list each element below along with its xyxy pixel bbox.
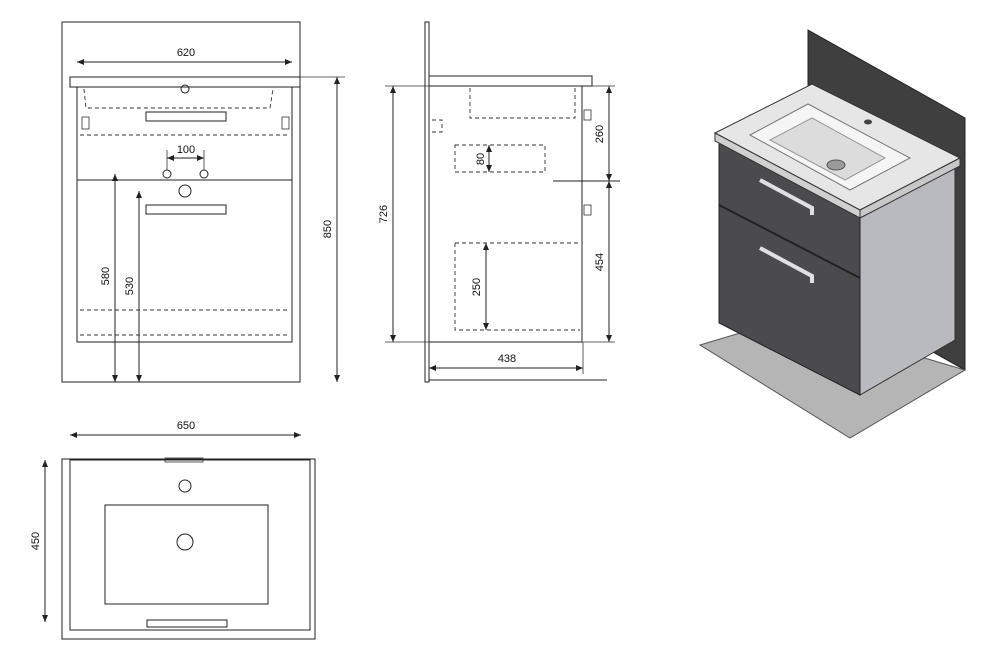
front-width-label: 620 xyxy=(177,47,195,59)
top-back-strip xyxy=(164,457,204,463)
iso-tap-hole xyxy=(864,119,872,125)
top-view: 650 450 xyxy=(30,420,316,640)
iso-lower-handle xyxy=(759,246,814,283)
iso-countertop-side-edge xyxy=(859,157,961,219)
upper-260-label: 260 xyxy=(594,125,606,143)
side-cabinet-body xyxy=(428,85,583,343)
front-waste-hole xyxy=(178,184,192,198)
side-wall xyxy=(424,21,430,383)
side-bracket-lower xyxy=(583,204,592,216)
top-depth-label: 450 xyxy=(30,532,42,550)
side-countertop xyxy=(428,75,593,87)
height-726-label: 726 xyxy=(378,205,390,223)
front-wall-outline xyxy=(61,21,301,383)
lower-454-label: 454 xyxy=(594,253,606,271)
height-530-label: 530 xyxy=(124,277,136,295)
iso-waste-hole xyxy=(826,159,846,171)
front-bracket-left xyxy=(81,116,90,130)
inner-250-label: 250 xyxy=(471,278,483,296)
hole-spacing-label: 100 xyxy=(177,144,195,156)
front-tap-hole xyxy=(180,84,190,94)
height-850-label: 850 xyxy=(322,220,334,238)
front-view: 620 100 850 580 530 xyxy=(61,21,345,383)
height-580-label: 580 xyxy=(100,267,112,285)
side-bracket-upper xyxy=(583,109,592,121)
side-depth-label: 438 xyxy=(498,353,516,365)
front-hole-right xyxy=(199,169,209,179)
side-hidden-upper-drawer xyxy=(454,144,546,173)
iso-drawer-split xyxy=(718,204,861,279)
front-upper-handle xyxy=(145,111,227,122)
front-lower-handle xyxy=(145,204,227,215)
front-bracket-right xyxy=(281,116,290,130)
top-tap-hole xyxy=(178,479,192,493)
top-handle xyxy=(146,619,228,628)
top-countertop xyxy=(69,459,311,631)
front-cabinet-body xyxy=(76,86,293,343)
top-wall-outline xyxy=(61,458,316,640)
front-hole-left xyxy=(162,169,172,179)
front-hidden-basin xyxy=(83,88,274,109)
iso-basin-bowl xyxy=(768,117,887,181)
top-waste-hole xyxy=(176,533,194,551)
top-width-label: 650 xyxy=(177,420,195,432)
top-basin xyxy=(104,504,269,605)
drawer-gap-label: 80 xyxy=(475,153,487,165)
side-hidden-basin xyxy=(469,88,576,119)
iso-upper-handle xyxy=(759,178,814,215)
side-hidden-lower-drawer xyxy=(454,242,580,331)
side-hidden-bracket xyxy=(432,119,443,133)
side-view: 438 726 80 250 260 454 xyxy=(378,21,620,383)
isometric-render xyxy=(698,29,967,439)
